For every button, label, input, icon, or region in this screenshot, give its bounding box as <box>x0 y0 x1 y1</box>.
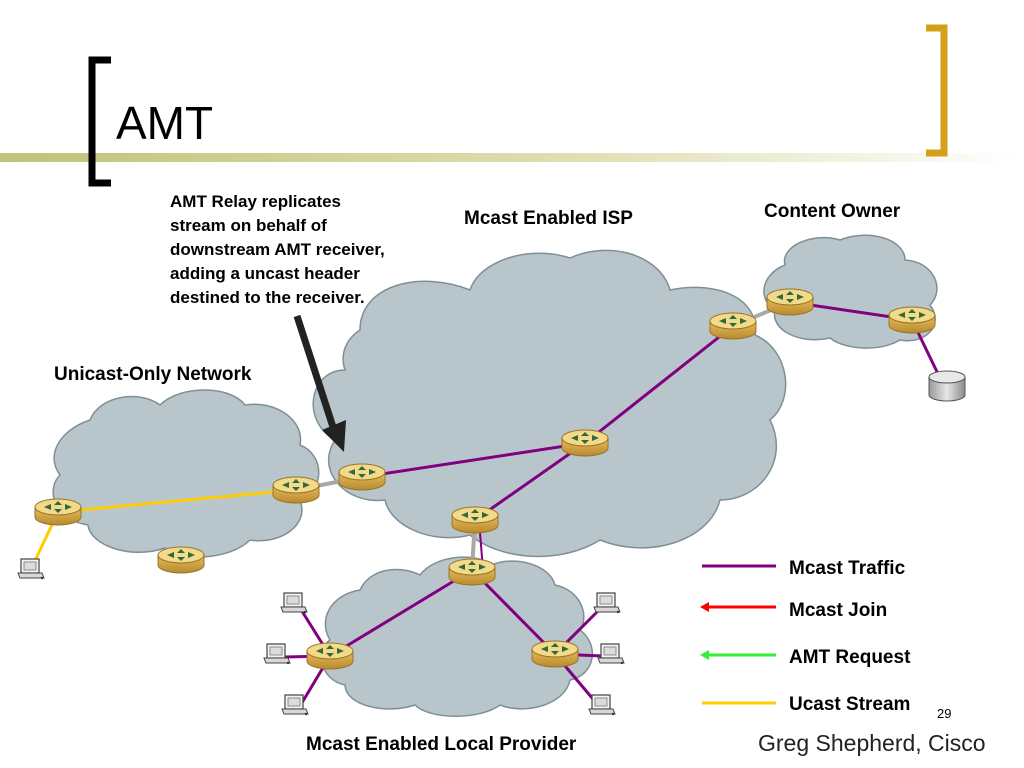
slide-title: AMT <box>116 97 214 149</box>
computer-icon <box>263 643 291 665</box>
content-owner-label: Content Owner <box>764 201 901 222</box>
router-icon <box>531 640 579 668</box>
mcast-link <box>470 568 557 656</box>
amt-relay-router-icon <box>338 463 386 491</box>
unicast-only-label: Unicast-Only Network <box>54 364 252 385</box>
isp-cloud-label: Mcast Enabled ISP <box>464 208 633 229</box>
cloud-isp <box>312 249 787 558</box>
router-icon <box>448 558 496 586</box>
callout-line: adding a uncast header <box>170 264 360 283</box>
legend-arrow-icon <box>700 602 709 612</box>
computer-icon <box>588 694 616 716</box>
callout-text: AMT Relay replicates stream on behalf of… <box>170 190 385 310</box>
computer-icon <box>280 592 308 614</box>
router-icon <box>709 312 757 340</box>
callout-line: destined to the receiver. <box>170 288 365 307</box>
mcast-link <box>329 568 473 658</box>
mcast-link <box>474 441 586 522</box>
router-icon <box>766 288 814 316</box>
router-icon <box>34 498 82 526</box>
callout-line: AMT Relay replicates <box>170 192 342 211</box>
router-icon <box>561 429 609 457</box>
router-icon <box>451 506 499 534</box>
computer-icon <box>597 643 625 665</box>
local-provider-label: Mcast Enabled Local Provider <box>306 734 577 755</box>
ucast-link <box>57 488 297 514</box>
callout-line: stream on behalf of <box>170 216 327 235</box>
header-band <box>0 153 1024 162</box>
callout-arrow-icon <box>293 314 346 452</box>
page-number: 29 <box>937 706 952 721</box>
router-icon <box>888 306 936 334</box>
left-bracket <box>88 56 111 187</box>
legend-arrow-icon <box>700 650 709 660</box>
computer-icon <box>17 558 45 580</box>
database-icon <box>928 370 966 402</box>
legend-label-amt-request: AMT Request <box>789 647 911 668</box>
router-icon <box>306 642 354 670</box>
router-icon <box>272 476 320 504</box>
computer-icon <box>593 592 621 614</box>
right-bracket <box>926 24 948 157</box>
legend-lines <box>700 564 776 705</box>
router-icon <box>157 546 205 574</box>
cloud-unicast-only <box>52 389 320 558</box>
legend-label-ucast-stream: Ucast Stream <box>789 694 911 715</box>
mcast-link <box>584 324 734 445</box>
callout-line: downstream AMT receiver, <box>170 240 385 259</box>
mcast-link <box>361 441 586 479</box>
legend-label-mcast-traffic: Mcast Traffic <box>789 558 906 579</box>
author-credit: Greg Shepherd, Cisco <box>758 730 986 756</box>
legend-label-mcast-join: Mcast Join <box>789 600 888 621</box>
